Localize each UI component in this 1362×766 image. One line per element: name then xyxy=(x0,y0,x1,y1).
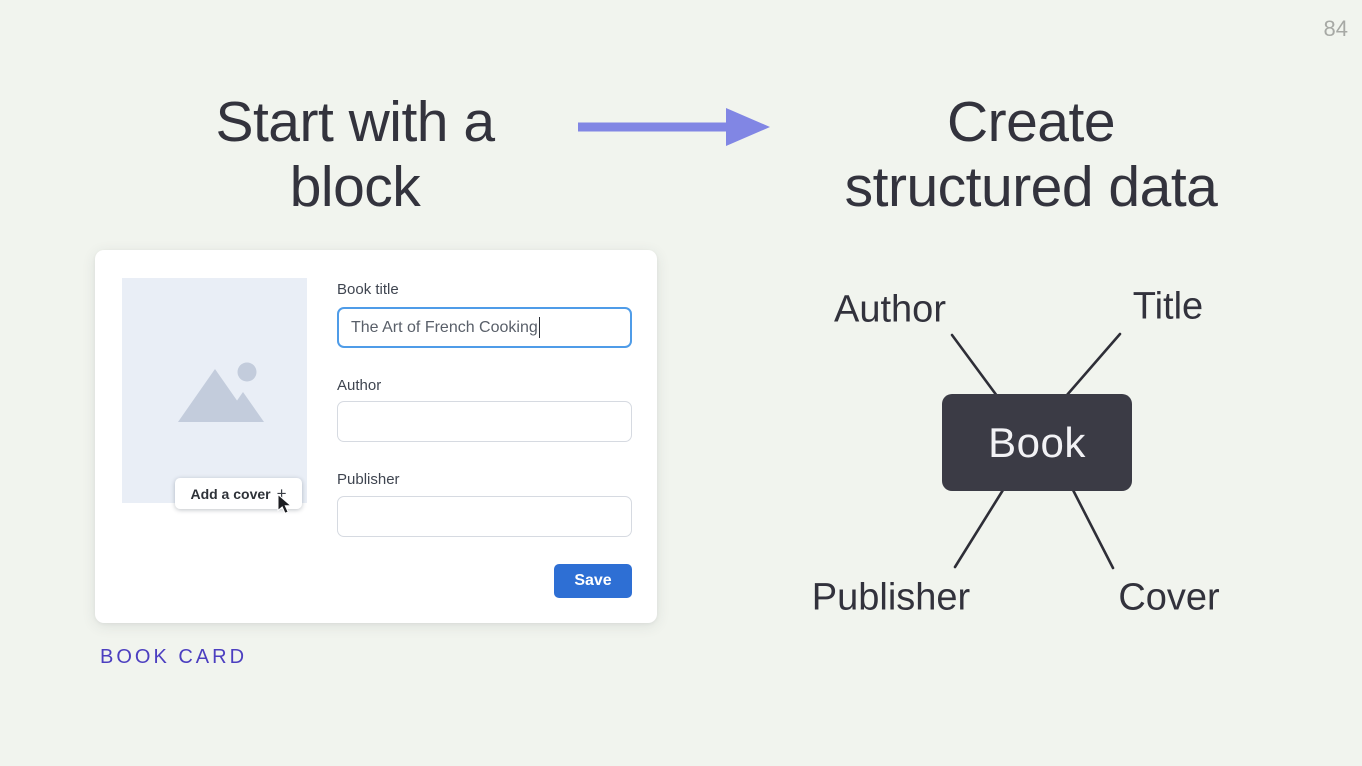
author-input[interactable] xyxy=(337,401,632,442)
page-number: 84 xyxy=(1323,16,1348,41)
book-card-caption: BOOK CARD xyxy=(100,646,248,668)
diagram-label-author: Author xyxy=(834,288,946,331)
book-node: Book xyxy=(942,394,1132,491)
add-cover-button[interactable]: Add a cover + xyxy=(175,478,302,509)
left-heading-line1: Start with a xyxy=(215,90,495,154)
save-button[interactable]: Save xyxy=(554,564,632,598)
diagram-label-publisher: Publisher xyxy=(811,576,971,619)
diagram-label-title: Title xyxy=(1132,285,1204,328)
text-caret xyxy=(538,317,541,338)
cover-placeholder[interactable]: Add a cover + xyxy=(122,278,307,514)
right-heading: Create structured data xyxy=(781,90,1281,220)
left-heading-line2: block xyxy=(289,154,421,219)
book-title-label: Book title xyxy=(337,281,399,298)
book-title-value: The Art of French Cooking xyxy=(351,318,538,336)
right-heading-line1: Create xyxy=(946,90,1116,154)
add-cover-label: Add a cover xyxy=(190,485,271,502)
right-arrow-icon xyxy=(578,108,770,146)
image-placeholder-icon xyxy=(178,362,264,422)
mouse-cursor-icon xyxy=(277,494,293,514)
publisher-label: Publisher xyxy=(337,471,400,488)
publisher-input[interactable] xyxy=(337,496,632,537)
plus-icon: + xyxy=(276,484,287,503)
book-title-input[interactable]: The Art of French Cooking xyxy=(337,307,632,348)
left-heading: Start with a block xyxy=(105,90,605,220)
right-heading-line2: structured data xyxy=(844,154,1218,219)
diagram-label-cover: Cover xyxy=(1118,576,1220,619)
author-label: Author xyxy=(337,377,382,394)
book-card: Add a cover + Book title The Art of Fren… xyxy=(95,250,657,623)
diagram-edges xyxy=(950,332,1122,570)
